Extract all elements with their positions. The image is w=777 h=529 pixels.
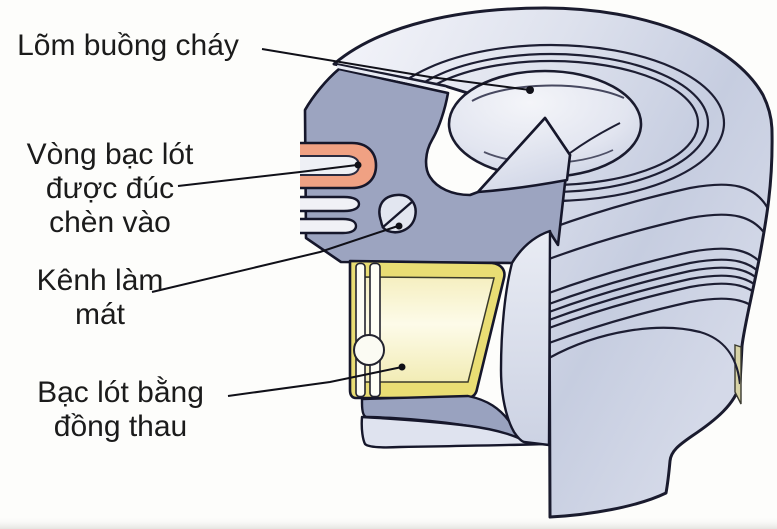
ring-groove-2-outline xyxy=(300,195,361,213)
leader-cooling-channel xyxy=(151,225,399,293)
cooling-channel xyxy=(378,193,417,234)
ring-groove-lines xyxy=(548,183,772,385)
ring-groove-2 xyxy=(300,197,359,211)
dot-combustion-recess xyxy=(526,86,534,94)
page-bottom-shadow xyxy=(0,516,777,529)
leader-lines xyxy=(151,48,531,397)
dot-brass-bushing xyxy=(398,363,406,371)
crown-lip-highlight xyxy=(336,65,447,91)
wedge-to-bowl-line xyxy=(569,122,621,154)
leader-combustion-recess xyxy=(261,48,531,91)
pin-boss-bottom xyxy=(360,415,545,449)
piston-body xyxy=(332,6,774,519)
label-brass-bushing: Bạc lót bằng đồng thau xyxy=(37,376,204,443)
ring-carrier-outline xyxy=(300,141,378,190)
dot-cooling-channel xyxy=(395,222,403,230)
bushing-oil-hole xyxy=(353,334,385,366)
face-ring-grooves xyxy=(300,141,378,235)
label-cooling-channel: Kênh làm mát xyxy=(36,264,164,331)
ring-groove-3-outline xyxy=(300,217,358,235)
dot-ring-carrier xyxy=(354,161,362,169)
leader-brass-bushing xyxy=(227,366,403,397)
bushing-edge-strip-2 xyxy=(369,262,381,398)
leader-ring-carrier xyxy=(177,164,358,187)
leader-dots xyxy=(354,86,534,371)
brass-bushing xyxy=(348,259,506,400)
cut-column xyxy=(499,229,552,447)
label-ring-carrier: Vòng bạc lót được đúc chèn vào xyxy=(26,138,194,239)
bowl-cut-wedge xyxy=(476,116,621,194)
crown-corner-line xyxy=(303,68,340,111)
label-combustion-recess: Lõm buồng cháy xyxy=(17,29,239,62)
ring-groove-3 xyxy=(300,219,356,233)
cooling-channel-diagonal xyxy=(381,200,414,229)
bowl-back-line xyxy=(471,84,625,102)
wedge-shape xyxy=(476,116,572,194)
